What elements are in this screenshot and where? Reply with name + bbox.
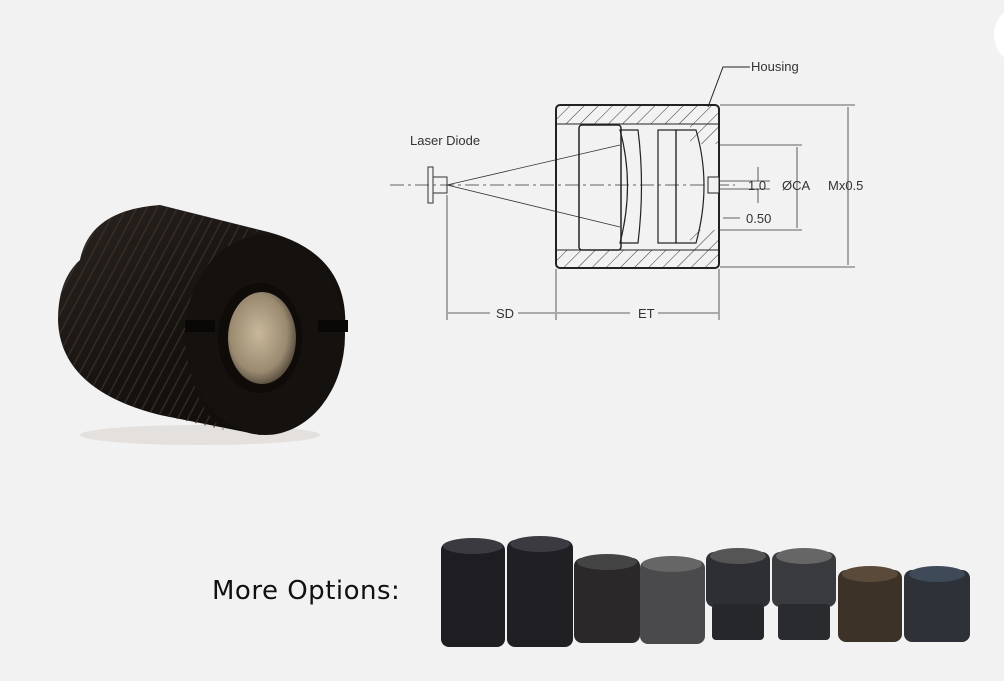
option-2[interactable]: [507, 536, 573, 647]
option-4[interactable]: [640, 556, 705, 644]
product-photo: [58, 205, 348, 445]
label-standoff: SD: [496, 306, 514, 321]
option-5[interactable]: [706, 548, 770, 640]
corner-action-button[interactable]: [994, 5, 1004, 65]
more-options-label: More Options:: [212, 576, 401, 606]
option-8[interactable]: [904, 566, 970, 642]
option-7[interactable]: [838, 566, 902, 642]
option-6[interactable]: [772, 548, 836, 640]
label-clear-aperture: ØCA: [782, 178, 811, 193]
option-3[interactable]: [574, 554, 640, 643]
label-slot-depth: 0.50: [746, 211, 771, 226]
label-edge-thickness: ET: [638, 306, 655, 321]
more-options-strip: [441, 536, 970, 647]
label-laser-diode: Laser Diode: [410, 133, 480, 148]
label-housing: Housing: [751, 59, 799, 74]
label-aperture-dim: 1.0: [748, 178, 766, 193]
technical-diagram: Housing Laser Diode Mx0.5 ØCA 1.0 0.50 S…: [390, 59, 863, 321]
label-thread: Mx0.5: [828, 178, 863, 193]
option-1[interactable]: [441, 538, 505, 647]
